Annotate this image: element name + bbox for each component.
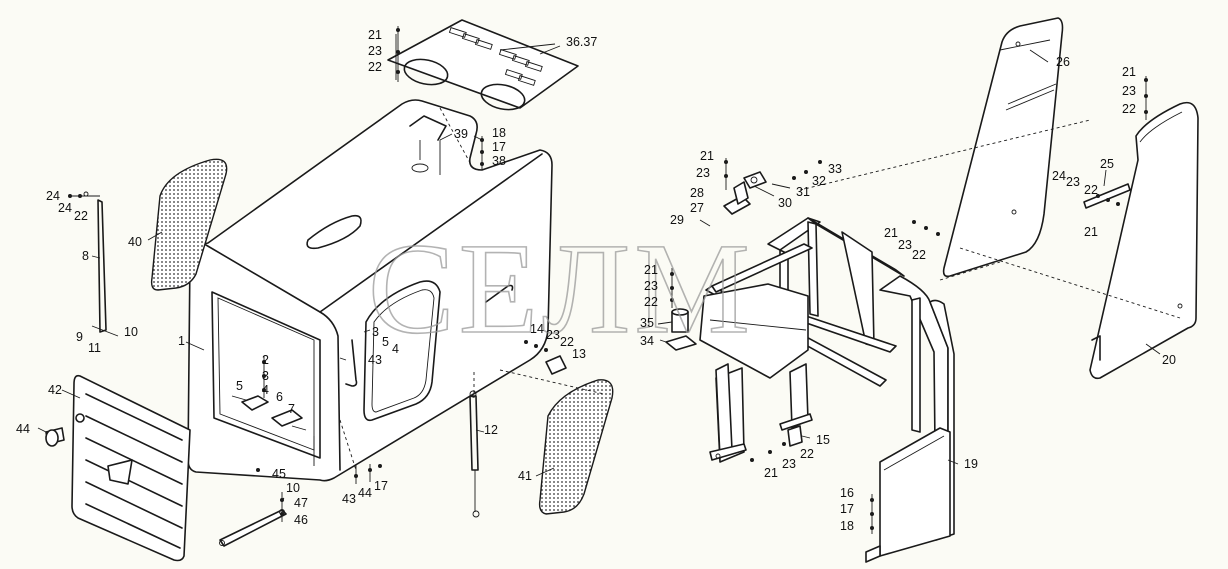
callout-43: 43 bbox=[368, 353, 382, 367]
callout-23: 23 bbox=[782, 457, 796, 471]
assembly-guide-lines bbox=[339, 107, 1181, 471]
callout-36-37: 36.37 bbox=[566, 35, 597, 49]
callout-18: 18 bbox=[492, 126, 506, 140]
callout-44: 44 bbox=[16, 422, 30, 436]
callout-17: 17 bbox=[840, 502, 854, 516]
callout-23: 23 bbox=[1066, 175, 1080, 189]
callout-27: 27 bbox=[690, 201, 704, 215]
callout-31: 31 bbox=[796, 185, 810, 199]
callout-2: 2 bbox=[262, 353, 269, 367]
callout-40: 40 bbox=[128, 235, 142, 249]
callout-43: 43 bbox=[342, 492, 356, 506]
callout-28: 28 bbox=[690, 186, 704, 200]
callout-22: 22 bbox=[644, 295, 658, 309]
callout-26: 26 bbox=[1056, 55, 1070, 69]
callout-22: 22 bbox=[1122, 102, 1136, 116]
callout-25: 25 bbox=[1100, 157, 1114, 171]
callout-labels: 36.37 21 23 22 39 18 17 38 40 24 24 22 8… bbox=[16, 28, 1176, 533]
callout-44: 44 bbox=[358, 486, 372, 500]
callout-11: 11 bbox=[88, 341, 101, 355]
callout-42: 42 bbox=[48, 383, 62, 397]
callout-15: 15 bbox=[816, 433, 830, 447]
callout-13: 13 bbox=[572, 347, 586, 361]
callout-35: 35 bbox=[640, 316, 654, 330]
callout-23: 23 bbox=[368, 44, 382, 58]
callout-5: 5 bbox=[382, 335, 389, 349]
callout-10: 10 bbox=[124, 325, 138, 339]
roll-cage-frame bbox=[699, 217, 955, 563]
callout-21: 21 bbox=[764, 466, 778, 480]
plate-13 bbox=[545, 355, 567, 375]
callout-5: 5 bbox=[236, 379, 243, 393]
callout-17: 17 bbox=[374, 479, 388, 493]
callout-20: 20 bbox=[1162, 353, 1176, 367]
callout-30: 30 bbox=[778, 196, 792, 210]
callout-21: 21 bbox=[1084, 225, 1098, 239]
callout-33: 33 bbox=[828, 162, 842, 176]
callout-46: 46 bbox=[294, 513, 308, 527]
callout-39: 39 bbox=[454, 127, 468, 141]
callout-29: 29 bbox=[670, 213, 684, 227]
front-grille-42 bbox=[45, 374, 191, 562]
bracket-27-28 bbox=[723, 171, 767, 215]
callout-45: 45 bbox=[272, 467, 286, 481]
callout-22: 22 bbox=[368, 60, 382, 74]
callout-24: 24 bbox=[1052, 169, 1066, 183]
callout-19: 19 bbox=[964, 457, 978, 471]
callout-21: 21 bbox=[644, 263, 658, 277]
callout-41: 41 bbox=[518, 469, 532, 483]
callout-23: 23 bbox=[898, 238, 912, 252]
callout-21: 21 bbox=[368, 28, 382, 42]
callout-47: 47 bbox=[294, 496, 308, 510]
rear-panel-20 bbox=[1083, 101, 1199, 380]
rod-10 bbox=[219, 509, 287, 547]
callout-4: 4 bbox=[262, 383, 269, 397]
callout-6: 6 bbox=[276, 390, 283, 404]
rod-8 bbox=[70, 191, 107, 333]
callout-4: 4 bbox=[392, 342, 399, 356]
callout-3: 3 bbox=[372, 325, 379, 339]
callout-3: 3 bbox=[262, 369, 269, 383]
callout-22: 22 bbox=[560, 335, 574, 349]
roof-panel bbox=[387, 19, 579, 111]
watermark-text: CEЛМ bbox=[368, 217, 754, 361]
leader-lines bbox=[37, 45, 1161, 501]
callout-38: 38 bbox=[492, 154, 506, 168]
callout-24: 24 bbox=[58, 201, 72, 215]
gas-strut-12 bbox=[469, 390, 480, 518]
callout-22: 22 bbox=[74, 209, 88, 223]
callout-23: 23 bbox=[1122, 84, 1136, 98]
callout-9: 9 bbox=[76, 330, 83, 344]
callout-23: 23 bbox=[696, 166, 710, 180]
callout-22: 22 bbox=[1084, 183, 1098, 197]
callout-8: 8 bbox=[82, 249, 89, 263]
callout-23: 23 bbox=[546, 328, 560, 342]
door-hinge-parts bbox=[231, 395, 307, 431]
callout-7: 7 bbox=[288, 402, 295, 416]
callout-10: 10 bbox=[286, 481, 300, 495]
callout-32: 32 bbox=[812, 174, 826, 188]
door-panel-26 bbox=[942, 17, 1064, 278]
mesh-grille-40 bbox=[150, 158, 228, 291]
callout-21: 21 bbox=[1122, 65, 1136, 79]
callout-22: 22 bbox=[912, 248, 926, 262]
fastener-marks bbox=[68, 26, 1148, 534]
pin-35-plate-34 bbox=[665, 308, 697, 351]
callout-21: 21 bbox=[884, 226, 898, 240]
mesh-grille-41 bbox=[538, 379, 614, 515]
callout-17: 17 bbox=[492, 140, 506, 154]
callout-34: 34 bbox=[640, 334, 654, 348]
callout-12: 12 bbox=[484, 423, 498, 437]
callout-22: 22 bbox=[800, 447, 814, 461]
callout-21: 21 bbox=[700, 149, 714, 163]
callout-23: 23 bbox=[644, 279, 658, 293]
callout-1: 1 bbox=[178, 334, 185, 348]
callout-14: 14 bbox=[530, 322, 544, 336]
callout-16: 16 bbox=[840, 486, 854, 500]
callout-18: 18 bbox=[840, 519, 854, 533]
callout-24: 24 bbox=[46, 189, 60, 203]
